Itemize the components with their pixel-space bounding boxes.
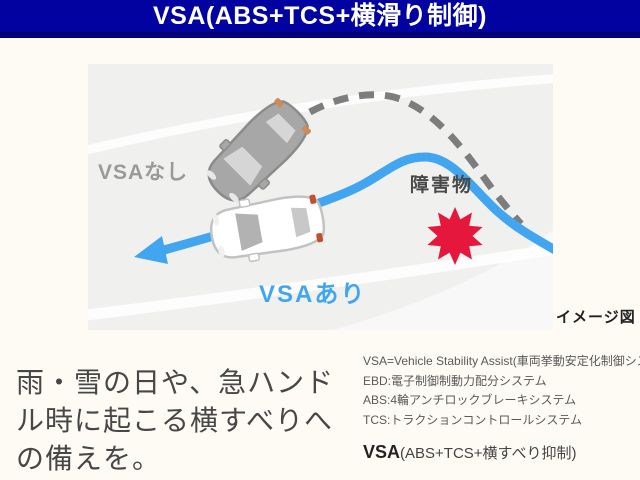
tagline-line: の備えを。 xyxy=(16,443,162,474)
road-lines xyxy=(88,74,553,330)
obstacle-burst-icon xyxy=(427,207,483,265)
skid-path xyxy=(285,91,524,227)
stable-path xyxy=(134,152,553,264)
diagram-caption: イメージ図 xyxy=(556,309,636,326)
legend-item-abs: ABS:4輪アンチロックブレーキシステム xyxy=(363,393,577,407)
page-title: VSA(ABS+TCS+横滑り制御) xyxy=(152,2,488,30)
label-no-vsa: VSAなし xyxy=(98,161,189,184)
car-without-vsa xyxy=(206,98,311,203)
legend-item-vsa: VSA=Vehicle Stability Assist(車両挙動安定化制御シス… xyxy=(363,354,640,368)
legend-vsa-summary: VSA(ABS+TCS+横すべり抑制) xyxy=(363,442,638,463)
vsa-diagram: VSAなし 障害物 VSAあり xyxy=(88,64,553,330)
direction-arrow-icon xyxy=(134,236,168,264)
legend: VSA=Vehicle Stability Assist(車両挙動安定化制御シス… xyxy=(363,352,640,463)
label-with-vsa: VSAあり xyxy=(259,281,367,308)
car-with-vsa xyxy=(209,194,326,263)
label-obstacle: 障害物 xyxy=(410,175,474,196)
tagline: 雨・雪の日や、急ハンド ル時に起こる横すべりへ の備えを。 xyxy=(16,364,368,478)
diagram-canvas xyxy=(88,74,553,330)
legend-item-ebd: EBD:電子制御制動力配分システム xyxy=(363,373,547,388)
legend-vsa-title: VSA xyxy=(363,442,401,462)
tagline-line: 雨・雪の日や、急ハンド xyxy=(16,367,335,398)
title-bar: VSA(ABS+TCS+横滑り制御) xyxy=(0,0,640,38)
tagline-line: ル時に起こる横すべりへ xyxy=(16,405,334,436)
legend-item-tcs: TCS:トラクションコントロールシステム xyxy=(363,412,582,427)
legend-vsa-suffix: (ABS+TCS+横すべり抑制) xyxy=(400,445,577,462)
